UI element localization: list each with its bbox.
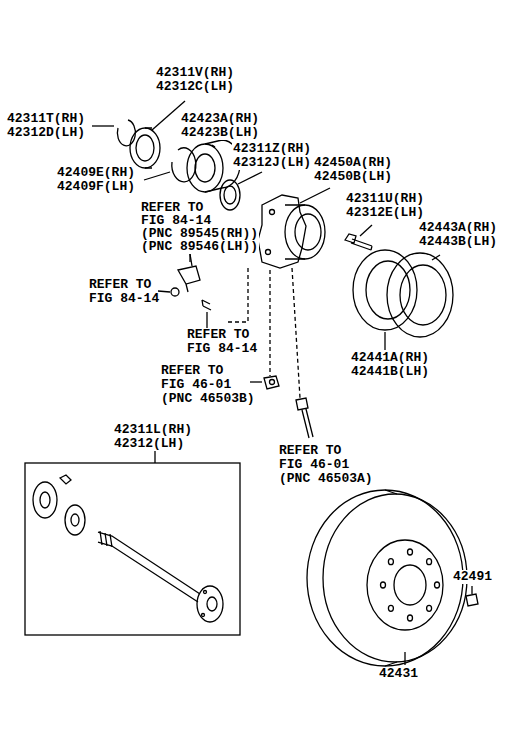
- axle-flange: [207, 597, 217, 611]
- stud-hole: [427, 559, 432, 565]
- reference-note: FIG 46-01: [160, 378, 232, 392]
- bolt: [60, 475, 71, 484]
- center-hole: [394, 565, 426, 605]
- oil-seal: [136, 135, 154, 161]
- bolt: [296, 398, 313, 438]
- part-number: 42450A(RH): [313, 156, 393, 170]
- axle-flange: [40, 492, 50, 508]
- reference-note: (PNC 46503B): [160, 392, 256, 406]
- stud-hole: [408, 615, 413, 621]
- reference-note: FIG 46-01: [278, 458, 350, 472]
- axle-flange: [33, 482, 57, 518]
- retainer: [71, 514, 79, 526]
- leader-line: [432, 255, 440, 260]
- part-number: 42431: [378, 667, 419, 681]
- oil-seal: [220, 180, 240, 210]
- snap-ring: [172, 148, 196, 182]
- leader-line: [212, 145, 215, 147]
- part-number: 42409E(RH): [56, 166, 136, 180]
- leader-line: [154, 450, 155, 463]
- plug: [466, 594, 478, 606]
- retainer-plate: [387, 253, 453, 337]
- group-frame: [25, 463, 240, 635]
- bolt-hole: [204, 591, 207, 594]
- stud-hole: [408, 549, 413, 555]
- reference-note: FIG 84-14: [186, 342, 258, 356]
- part-number: 42441A(RH): [350, 351, 430, 365]
- reference-note: REFER TO: [160, 364, 224, 378]
- part-number: 42312C(LH): [155, 80, 235, 94]
- bolt-hole: [270, 210, 275, 215]
- stud-hole: [388, 605, 393, 611]
- nut: [270, 380, 275, 385]
- retainer-plate: [400, 265, 446, 325]
- part-number: 42409F(LH): [56, 180, 136, 194]
- reference-note: FIG 84-14: [140, 214, 212, 228]
- part-number: 42423A(RH): [180, 112, 260, 126]
- axle-housing: [295, 214, 321, 250]
- leader-line: [384, 332, 385, 350]
- leader-line: [300, 188, 330, 203]
- oil-seal: [130, 128, 160, 168]
- bolt: [202, 300, 211, 310]
- part-number: 42312D(LH): [6, 126, 86, 140]
- stud-holes: [381, 549, 440, 621]
- retainer: [65, 505, 85, 535]
- speed-sensor: [178, 254, 200, 292]
- part-number: 42443A(RH): [418, 221, 498, 235]
- stud-hole: [427, 605, 432, 611]
- part-number: 42450B(LH): [313, 170, 393, 184]
- axle-flange: [197, 586, 223, 622]
- part-number: 42443B(LH): [418, 235, 498, 249]
- reference-note: REFER TO: [88, 278, 152, 292]
- leader-line: [92, 125, 114, 126]
- spline: [100, 531, 112, 547]
- stud-hole: [381, 582, 386, 588]
- reference-note: (PNC 89546(LH)): [140, 240, 259, 254]
- brake-disc-hat: [367, 540, 443, 630]
- bearing: [195, 154, 215, 182]
- stud-hole: [388, 559, 393, 565]
- leader-line: [360, 225, 372, 236]
- part-number: 42423B(LH): [180, 126, 260, 140]
- part-number: 42311U(RH): [345, 192, 425, 206]
- part-number: 42312E(LH): [345, 206, 425, 220]
- reference-note: REFER TO: [186, 328, 250, 342]
- part-number: 42311Z(RH): [232, 142, 312, 156]
- part-number: 42312J(LH): [232, 156, 312, 170]
- leader-line: [404, 652, 405, 665]
- stud-hole: [435, 582, 440, 588]
- reference-note: (PNC 89545(RH)): [140, 227, 259, 241]
- leader-line: [144, 172, 170, 180]
- part-number: 42491: [452, 570, 493, 584]
- part-number: 42312(LH): [113, 437, 185, 451]
- leader-line: [471, 586, 472, 594]
- bolt-hole: [202, 614, 205, 617]
- nut: [171, 288, 179, 296]
- part-number: 42311V(RH): [155, 66, 235, 80]
- oil-seal: [224, 186, 236, 204]
- leader-line: [206, 312, 207, 329]
- nut: [264, 376, 279, 389]
- bearing: [187, 144, 223, 192]
- brake-disc: [307, 490, 463, 666]
- reference-note: REFER TO: [140, 201, 204, 215]
- part-number: 42311T(RH): [6, 112, 86, 126]
- oil-seal: [145, 128, 152, 168]
- reference-note: FIG 84-14: [88, 292, 160, 306]
- leader-line: [238, 172, 262, 184]
- part-number: 42441B(LH): [350, 365, 430, 379]
- bolt-hole: [266, 250, 271, 255]
- hub-bolt: [345, 234, 372, 250]
- part-number: 42311L(RH): [113, 423, 193, 437]
- reference-note: REFER TO: [278, 444, 342, 458]
- brake-disc: [323, 494, 467, 662]
- leader-line: [306, 420, 308, 442]
- reference-note: (PNC 46503A): [278, 472, 374, 486]
- axle-housing: [285, 205, 325, 259]
- axle-housing: [285, 205, 305, 259]
- axle-shaft: [98, 532, 200, 602]
- leader-line: [250, 381, 262, 382]
- snap-ring: [117, 120, 135, 146]
